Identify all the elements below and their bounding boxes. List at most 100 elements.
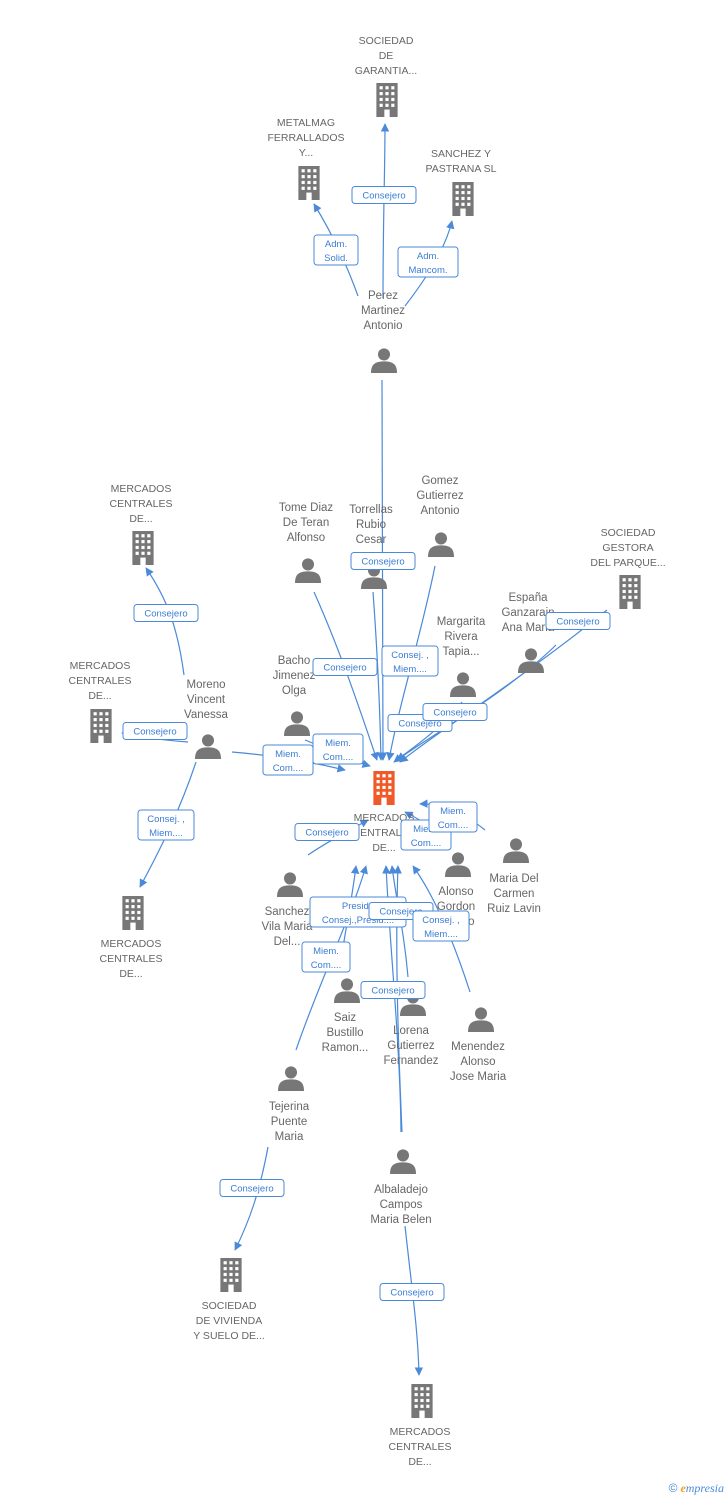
relation-badge[interactable]: Consejero <box>133 604 199 622</box>
badge-box <box>379 1283 445 1301</box>
person-icon <box>428 532 454 557</box>
relation-badge[interactable]: Consejero <box>122 722 188 740</box>
person-icon <box>284 711 310 736</box>
badge-box <box>381 645 439 677</box>
person-icon <box>334 978 360 1003</box>
relation-badge[interactable]: Adm.Solid. <box>313 234 359 266</box>
relation-badge[interactable]: Consej. ,Miem.... <box>137 809 195 841</box>
brand-name: mpresia <box>685 1481 724 1495</box>
edge-p15-c8 <box>234 1146 269 1251</box>
edge-p16-c9 <box>404 1225 424 1376</box>
relation-badge[interactable]: Consejero <box>379 1283 445 1301</box>
relation-badge[interactable]: Miem.Com.... <box>428 801 478 833</box>
relation-badge[interactable]: Consejero <box>312 658 378 676</box>
relation-badge[interactable]: Adm.Mancom. <box>397 246 459 278</box>
badge-label: Adm.Mancom. <box>408 251 447 276</box>
badge-box <box>412 910 470 942</box>
person-icon <box>450 672 476 697</box>
badge-box <box>137 809 195 841</box>
badge-label: Consejero <box>362 191 405 202</box>
badges-layer: ConsejeroAdm.Solid.Adm.Mancom.ConsejeroC… <box>122 186 611 1301</box>
relation-badge[interactable]: Consejero <box>422 703 488 721</box>
person-icon <box>390 1149 416 1174</box>
relation-badge[interactable]: Consejero <box>360 981 426 999</box>
relation-badge[interactable]: Miem.Com.... <box>312 733 364 765</box>
badge-box <box>422 703 488 721</box>
badge-label: Consejero <box>390 1288 433 1299</box>
badge-label: Consej. ,Miem.... <box>147 814 185 839</box>
relation-badge[interactable]: Consejero <box>294 823 360 841</box>
relation-badge[interactable]: Miem.Com.... <box>301 941 351 973</box>
badge-label: Consejero <box>398 719 441 730</box>
badge-label: Consejero <box>305 828 348 839</box>
empresia-brand[interactable]: ©empresia <box>669 1481 724 1496</box>
relation-badge[interactable]: Miem.Com.... <box>262 744 314 776</box>
edge-p2-center <box>313 591 379 761</box>
badge-box <box>312 733 364 765</box>
badge-box <box>428 801 478 833</box>
badge-label: Miem.Com.... <box>438 806 469 831</box>
badge-label: Consejero <box>144 609 187 620</box>
relation-badge[interactable]: Consej. ,Miem.... <box>412 910 470 942</box>
badge-label: Consejero <box>361 557 404 568</box>
badge-label: Consej. ,Miem.... <box>422 915 460 940</box>
building-icon <box>132 531 154 565</box>
badge-box <box>312 658 378 676</box>
relation-badge[interactable]: Consejero <box>219 1179 285 1197</box>
badge-label: Consejero <box>323 663 366 674</box>
relation-badge[interactable]: Consejero <box>351 186 417 204</box>
badge-label: Miem.Com.... <box>273 749 304 774</box>
badge-box <box>350 552 416 570</box>
person-icon <box>295 558 321 583</box>
person-icon <box>503 838 529 863</box>
badge-label: Consejero <box>371 986 414 997</box>
badge-box <box>545 612 611 630</box>
building-icon <box>122 896 144 930</box>
relation-badge[interactable]: Consejero <box>545 612 611 630</box>
edge-p1-c1 <box>380 123 390 299</box>
relation-badge[interactable]: Consejero <box>350 552 416 570</box>
relation-badge[interactable]: Consej. ,Miem.... <box>381 645 439 677</box>
